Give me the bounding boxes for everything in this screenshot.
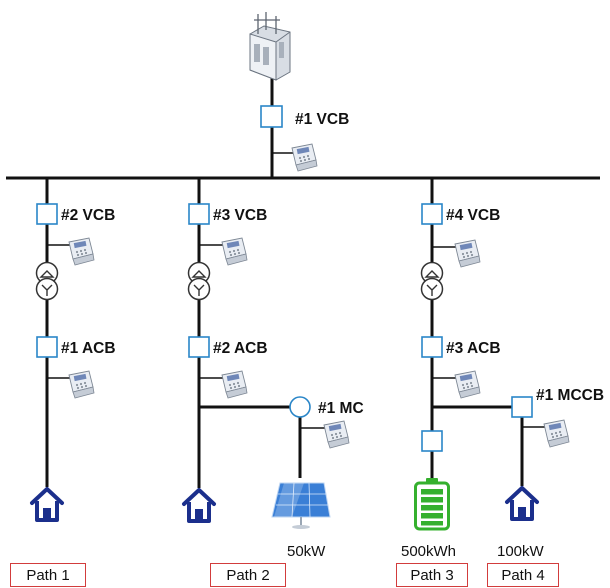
power-meter-icon: [323, 420, 350, 449]
path4-label: Path 4: [487, 563, 559, 587]
battery-icon: [414, 478, 450, 531]
acb1-label: #1 ACB: [61, 340, 116, 357]
meter-arrows: [47, 152, 545, 429]
bus-lines: [6, 70, 600, 488]
power-meter-icon: [291, 143, 318, 172]
power-meter-icon: [221, 237, 248, 266]
house-icon: [505, 486, 539, 521]
battery-rating-label: 500kWh: [401, 543, 456, 560]
path2-label: Path 2: [210, 563, 286, 587]
acb1-breaker: [36, 336, 58, 358]
acb3-label: #3 ACB: [446, 340, 501, 357]
vcb1-breaker: [260, 105, 283, 128]
vcb2-label: #2 VCB: [61, 207, 115, 224]
vcb4-label: #4 VCB: [446, 207, 500, 224]
battery-breaker: [421, 430, 443, 452]
power-meter-icon: [543, 419, 570, 448]
mccb1-breaker: [511, 396, 533, 418]
acb2-breaker: [188, 336, 210, 358]
power-meter-icon: [454, 370, 481, 399]
transformer-icon: [420, 261, 444, 301]
transformer-icon: [187, 261, 211, 301]
house-icon: [182, 488, 216, 523]
power-meter-icon: [68, 237, 95, 266]
mc1-contactor: [289, 396, 311, 418]
path3-label: Path 3: [396, 563, 468, 587]
vcb3-label: #3 VCB: [213, 207, 267, 224]
transformer-icon: [35, 261, 59, 301]
house-icon: [30, 487, 64, 522]
path1-label: Path 1: [10, 563, 86, 587]
mccb1-label: #1 MCCB: [536, 387, 604, 404]
breaker-boxes: [36, 105, 533, 452]
mc1-label: #1 MC: [318, 400, 364, 417]
solar-rating-label: 50kW: [287, 543, 326, 560]
power-meter-icon: [454, 239, 481, 268]
power-meter-icon: [68, 370, 95, 399]
vcb2-breaker: [36, 203, 58, 225]
power-meter-icon: [221, 370, 248, 399]
load4-rating-label: 100kW: [497, 543, 545, 560]
vcb3-breaker: [188, 203, 210, 225]
acb2-label: #2 ACB: [213, 340, 268, 357]
solar-panel-icon: [271, 482, 331, 529]
vcb4-breaker: [421, 203, 443, 225]
vcb1-label: #1 VCB: [295, 111, 349, 128]
acb3-breaker: [421, 336, 443, 358]
substation-icon: [249, 12, 291, 81]
